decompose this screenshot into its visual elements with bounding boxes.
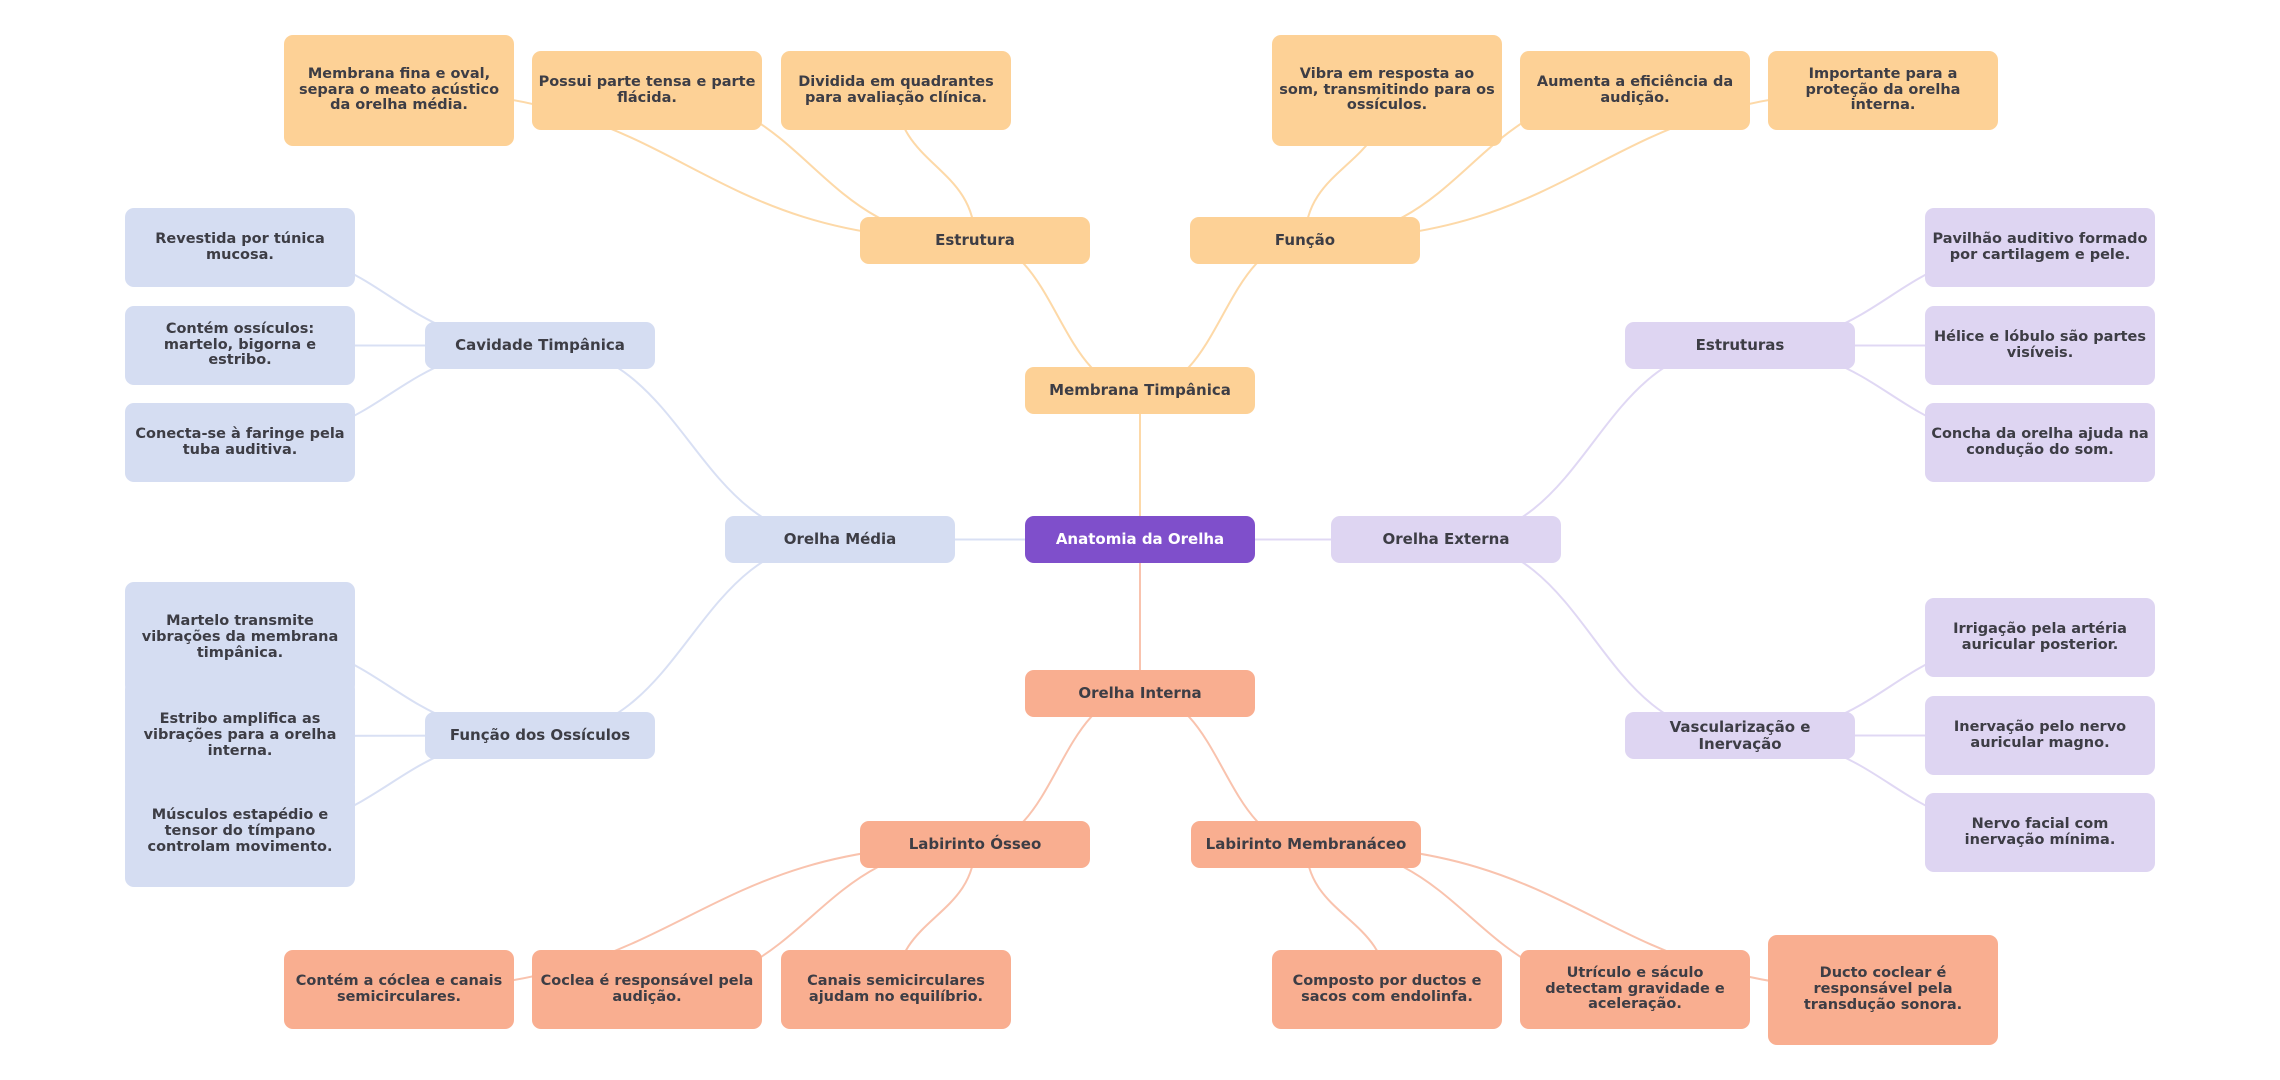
topic-node-estrutura[interactable]: Estrutura [860, 217, 1090, 264]
leaf-node-v3[interactable]: Nervo facial com inervação mínima. [1925, 793, 2155, 872]
node-label: Estrutura [935, 231, 1015, 250]
leaf-node-s3[interactable]: Concha da orelha ajuda na condução do so… [1925, 403, 2155, 482]
node-label: Nervo facial com inervação mínima. [1964, 815, 2116, 848]
topic-node-estruturas[interactable]: Estruturas [1625, 322, 1855, 369]
leaf-node-e1[interactable]: Membrana fina e oval, separa o meato acú… [284, 35, 514, 146]
topic-node-membrana[interactable]: Membrana Timpânica [1025, 367, 1255, 414]
node-label: Concha da orelha ajuda na condução do so… [1931, 425, 2149, 458]
node-label: Irrigação pela artéria auricular posteri… [1953, 620, 2127, 653]
node-label: Revestida por túnica mucosa. [155, 230, 325, 263]
node-label: Orelha Média [783, 530, 897, 549]
leaf-node-f3[interactable]: Importante para a proteção da orelha int… [1768, 51, 1998, 130]
node-label: Importante para a proteção da orelha int… [1805, 65, 1961, 114]
topic-node-osseo[interactable]: Labirinto Ósseo [860, 821, 1090, 868]
edge-media-ossiculos [539, 538, 841, 737]
node-label: Função [1274, 231, 1336, 250]
topic-node-media[interactable]: Orelha Média [725, 516, 955, 563]
node-label: Hélice e lóbulo são partes visíveis. [1933, 328, 2147, 361]
leaf-node-v2[interactable]: Inervação pelo nervo auricular magno. [1925, 696, 2155, 775]
leaf-node-m2[interactable]: Utrículo e sáculo detectam gravidade e a… [1520, 950, 1750, 1029]
node-label: Orelha Interna [1078, 684, 1202, 703]
leaf-node-m3[interactable]: Ducto coclear é responsável pela transdu… [1768, 935, 1998, 1045]
leaf-node-m1[interactable]: Composto por ductos e sacos com endolinf… [1272, 950, 1502, 1029]
node-label: Função dos Ossículos [449, 726, 631, 745]
node-label: Cavidade Timpânica [455, 336, 625, 355]
leaf-node-f2[interactable]: Aumenta a eficiência da audição. [1520, 51, 1750, 130]
node-label: Estruturas [1695, 336, 1785, 355]
edge-externa-estruturas [1445, 344, 1741, 541]
leaf-node-v1[interactable]: Irrigação pela artéria auricular posteri… [1925, 598, 2155, 677]
node-label: Martelo transmite vibrações da membrana … [141, 613, 339, 661]
node-label: Utrículo e sáculo detectam gravidade e a… [1545, 964, 1725, 1013]
leaf-node-e2[interactable]: Possui parte tensa e parte flácida. [532, 51, 762, 130]
topic-node-cavidade[interactable]: Cavidade Timpânica [425, 322, 655, 369]
edge-externa-vasc [1445, 538, 1741, 737]
topic-node-membranaceo[interactable]: Labirinto Membranáceo [1191, 821, 1421, 868]
topic-node-vasc[interactable]: Vascularização e Inervação [1625, 712, 1855, 759]
node-label: Labirinto Ósseo [908, 835, 1042, 854]
node-label: Dividida em quadrantes para avaliação cl… [798, 73, 994, 106]
node-label: Músculos estapédio e tensor do tímpano c… [147, 807, 333, 855]
node-label: Coclea é responsável pela audição. [540, 972, 754, 1005]
leaf-node-s2[interactable]: Hélice e lóbulo são partes visíveis. [1925, 306, 2155, 385]
node-label: Labirinto Membranáceo [1205, 835, 1407, 854]
node-label: Aumenta a eficiência da audição. [1536, 73, 1734, 106]
leaf-node-o3[interactable]: Músculos estapédio e tensor do tímpano c… [125, 777, 355, 887]
node-label: Membrana fina e oval, separa o meato acú… [298, 65, 500, 114]
node-label: Conecta-se à faringe pela tuba auditiva. [135, 425, 345, 458]
leaf-node-b2[interactable]: Coclea é responsável pela audição. [532, 950, 762, 1029]
topic-node-externa[interactable]: Orelha Externa [1331, 516, 1561, 563]
node-label: Canais semicirculares ajudam no equilíbr… [807, 972, 985, 1005]
leaf-node-o2[interactable]: Estribo amplifica as vibrações para a or… [125, 680, 355, 792]
leaf-node-c2[interactable]: Contém ossículos: martelo, bigorna e est… [125, 306, 355, 385]
node-label: Membrana Timpânica [1049, 381, 1231, 400]
leaf-node-e3[interactable]: Dividida em quadrantes para avaliação cl… [781, 51, 1011, 130]
node-label: Possui parte tensa e parte flácida. [538, 73, 756, 106]
leaf-node-c1[interactable]: Revestida por túnica mucosa. [125, 208, 355, 287]
node-label: Orelha Externa [1382, 530, 1510, 549]
root-node-root[interactable]: Anatomia da Orelha [1025, 516, 1255, 563]
leaf-node-b1[interactable]: Contém a cóclea e canais semicirculares. [284, 950, 514, 1029]
node-label: Vascularização e Inervação [1669, 718, 1811, 753]
topic-node-interna[interactable]: Orelha Interna [1025, 670, 1255, 717]
leaf-node-o1[interactable]: Martelo transmite vibrações da membrana … [125, 582, 355, 694]
topic-node-ossiculos[interactable]: Função dos Ossículos [425, 712, 655, 759]
node-label: Anatomia da Orelha [1055, 530, 1225, 549]
node-label: Composto por ductos e sacos com endolinf… [1292, 972, 1482, 1005]
leaf-node-c3[interactable]: Conecta-se à faringe pela tuba auditiva. [125, 403, 355, 482]
leaf-node-b3[interactable]: Canais semicirculares ajudam no equilíbr… [781, 950, 1011, 1029]
node-label: Estribo amplifica as vibrações para a or… [143, 711, 337, 759]
leaf-node-f1[interactable]: Vibra em resposta ao som, transmitindo p… [1272, 35, 1502, 146]
node-label: Inervação pelo nervo auricular magno. [1953, 718, 2127, 751]
node-label: Contém ossículos: martelo, bigorna e est… [163, 320, 317, 369]
node-label: Pavilhão auditivo formado por cartilagem… [1932, 230, 2148, 263]
topic-node-funcao[interactable]: Função [1190, 217, 1420, 264]
node-label: Vibra em resposta ao som, transmitindo p… [1279, 65, 1495, 114]
node-label: Contém a cóclea e canais semicirculares. [295, 972, 503, 1005]
node-label: Ducto coclear é responsável pela transdu… [1803, 965, 1963, 1013]
leaf-node-s1[interactable]: Pavilhão auditivo formado por cartilagem… [1925, 208, 2155, 287]
edge-media-cavidade [539, 344, 841, 541]
